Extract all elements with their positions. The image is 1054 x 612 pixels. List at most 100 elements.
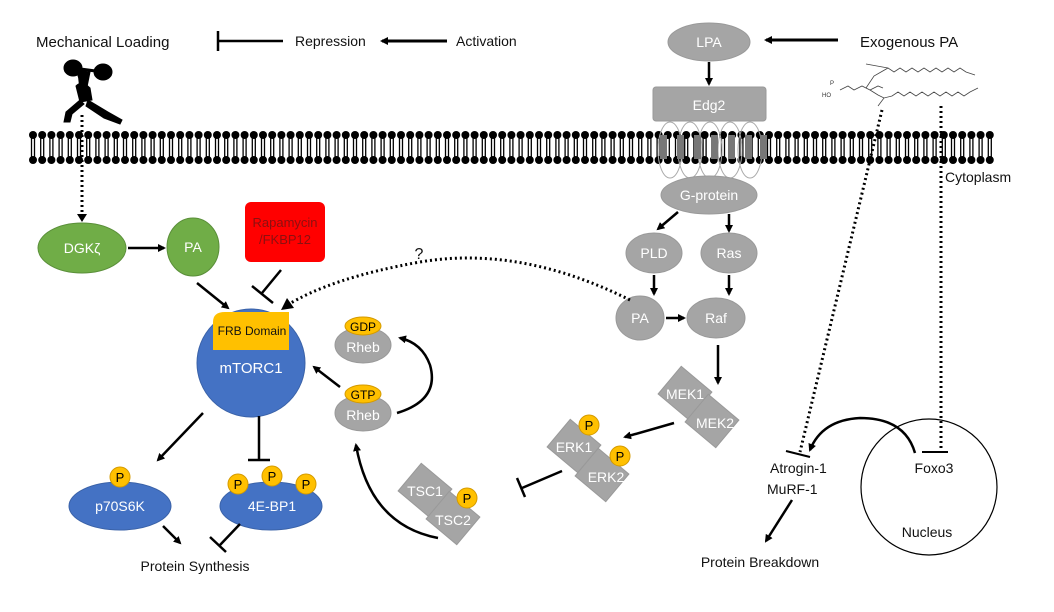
legend-repression: Repression [295,33,366,49]
lipid [811,131,819,139]
lipid [479,131,488,139]
lipid [590,156,599,164]
lipid [341,156,350,164]
lipid [240,156,249,164]
pa-green-label: PA [184,239,202,255]
lipid [700,131,709,139]
phospho-badge [261,465,283,487]
lipid [84,156,93,164]
lipid [38,156,47,164]
gprotein-label: G-protein [680,187,738,203]
lipid [958,131,967,139]
repression-bar [251,285,274,304]
nucleus-label: Nucleus [902,524,953,540]
mek1-label: MEK1 [666,386,704,402]
lipid [259,131,267,139]
lipid [194,156,203,164]
lipid [903,156,911,164]
lipid [820,131,829,139]
lipid [56,156,65,164]
pa-gray-label: PA [631,310,649,326]
lipid [222,131,231,139]
ras-label: Ras [717,245,742,261]
foxo3-label: Foxo3 [915,460,954,476]
arrow-tsc-rheb [353,443,439,540]
lipid [157,131,166,139]
lipid [29,131,37,139]
gtp-label: GTP [351,388,376,402]
lipid [829,156,838,164]
lpa-label: LPA [696,34,722,50]
tsc-complex: TSC1 TSC2 P [397,462,481,546]
lipid [424,156,433,164]
ho-label: HO [822,93,831,99]
lipid [240,131,249,139]
lipid [111,156,120,164]
lipid [351,131,359,139]
lipid [967,156,976,164]
lipid [608,156,617,164]
tsc2-label: TSC2 [435,512,471,528]
lipid [700,156,709,164]
mechanical-loading-label: Mechanical Loading [36,34,169,51]
phospho-label: P [116,470,125,485]
lipid [489,156,497,164]
lipid [259,156,267,164]
weightlifter-icon [63,59,123,125]
lipid [305,156,313,164]
arrow-rheb-cycle [396,335,434,415]
lipid [351,156,359,164]
legend-activation: Activation [456,33,517,49]
lipid [406,156,415,164]
lipid [213,156,221,164]
arrowhead [77,214,87,222]
lipid [507,131,516,139]
dgk-label: DGKζ [64,240,101,256]
erk1-label: ERK1 [556,439,593,455]
arrow-p70s6k-synthesis [162,525,182,545]
lipid [139,131,148,139]
phospho-label: P [268,469,277,484]
murf-label: MuRF-1 [767,481,818,497]
lipid [829,131,838,139]
lipid [148,131,157,139]
frb-label: FRB Domain [218,324,287,338]
mek2-label: MEK2 [696,415,734,431]
lipid [912,131,921,139]
gdp-label: GDP [350,320,376,334]
lipid [599,131,608,139]
protein-synthesis-label: Protein Synthesis [141,558,250,574]
lipid [443,131,451,139]
dotted-pa-mtorc1 [285,256,631,308]
arrowhead [281,298,294,310]
lipid [636,156,645,164]
atrogin-label: Atrogin-1 [770,460,827,476]
lipid [56,131,65,139]
lipid [544,131,553,139]
lipid [286,131,295,139]
lipid [838,131,847,139]
lipid [314,156,323,164]
lipid [93,131,102,139]
lipid [627,156,635,164]
lipid [949,131,957,139]
lipid [121,131,129,139]
mtorc1-node: FRB Domain mTORC1 [196,308,306,418]
lipid [268,156,277,164]
lipid [424,131,433,139]
repression-bar [785,450,811,458]
erk2-label: ERK2 [588,469,625,485]
lipid [231,156,240,164]
lipid [912,156,921,164]
lipid [139,156,148,164]
lipid [268,131,277,139]
lipid [884,156,893,164]
lipid [185,131,194,139]
lipid [636,131,645,139]
arrow-gprotein-pld [656,211,679,231]
lipid [102,156,111,164]
lipid [737,131,746,139]
lipid [378,131,387,139]
arrow-atrogin-breakdown [764,499,794,543]
